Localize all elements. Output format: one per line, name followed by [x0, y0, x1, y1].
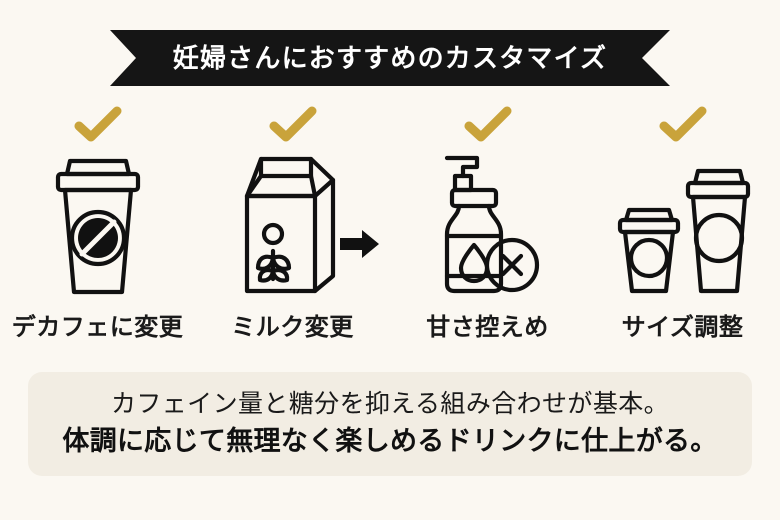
- syrup-pump-bottle-no-icon: [433, 150, 543, 300]
- caption-line-1: カフェイン量と糖分を抑える組み合わせが基本。: [110, 390, 670, 419]
- banner-title: 妊婦さんにおすすめのカスタマイズ: [172, 43, 608, 73]
- arrow-right-icon: [340, 228, 380, 260]
- feature-label-milk: ミルク変更: [231, 314, 354, 341]
- feature-label-size: サイズ調整: [621, 314, 744, 341]
- caption-box: カフェイン量と糖分を抑える組み合わせが基本。 体調に応じて無理なく楽しめるドリン…: [28, 372, 752, 476]
- feature-label-decaf: デカフェに変更: [11, 314, 184, 341]
- check-icon: [72, 104, 124, 148]
- banner-ribbon-shape: 妊婦さんにおすすめのカスタマイズ: [110, 30, 670, 86]
- banner-ribbon: 妊婦さんにおすすめのカスタマイズ: [110, 30, 670, 86]
- coffee-cup-no-bean-icon: [44, 150, 152, 300]
- check-icon: [657, 104, 709, 148]
- check-icon: [267, 104, 319, 148]
- feature-label-less-sweet: 甘さ控えめ: [426, 314, 549, 341]
- milk-carton-plant-icon: [237, 150, 349, 300]
- feature-item-size: サイズ調整: [585, 104, 780, 354]
- feature-list: デカフェに変更: [0, 104, 780, 354]
- two-cup-sizes-icon: [613, 150, 753, 300]
- feature-item-less-sweet: 甘さ控えめ: [390, 104, 585, 354]
- check-icon: [462, 104, 514, 148]
- feature-item-decaf: デカフェに変更: [0, 104, 195, 354]
- caption-line-2: 体調に応じて無理なく楽しめるドリンクに仕上がる。: [62, 425, 718, 456]
- feature-item-milk: ミルク変更: [195, 104, 390, 354]
